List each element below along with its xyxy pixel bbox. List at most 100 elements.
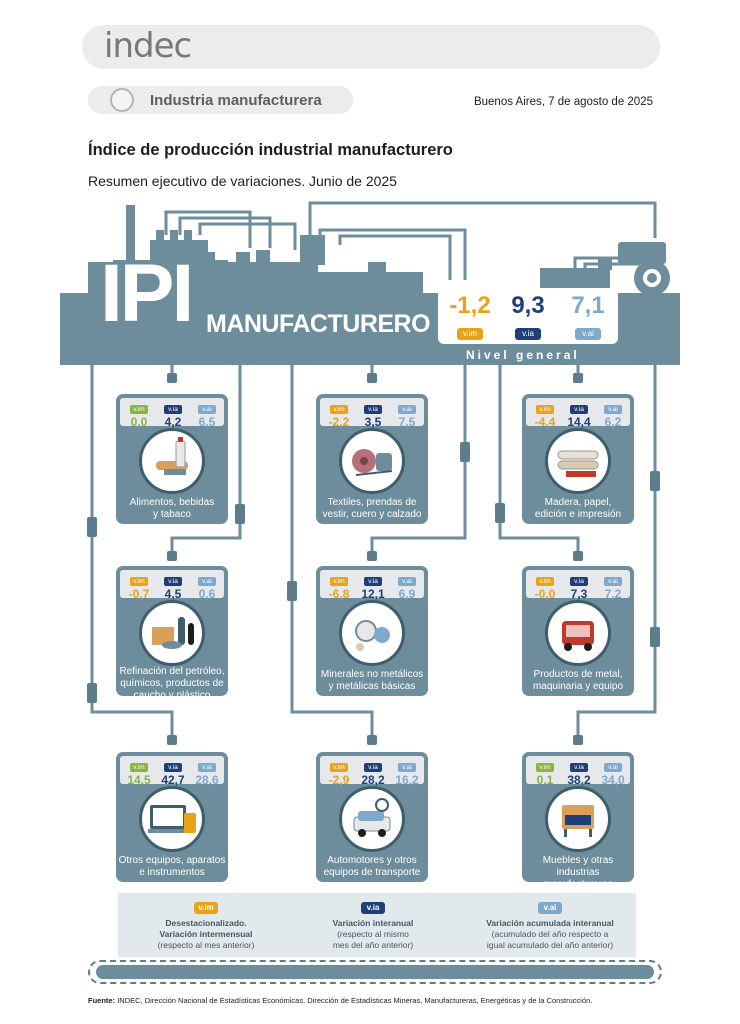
sector-vim-value: 0,1 (536, 773, 554, 787)
sector-via-value: 42,7 (161, 773, 185, 787)
sector-vim: v.im-2,9 (322, 756, 356, 787)
sector-vai-value: 28,6 (195, 773, 219, 787)
sector-vai-value: 7,2 (604, 587, 622, 601)
bottom-pipe-outline (88, 960, 662, 984)
legend-via: v.ia Variación interanual (respecto al m… (293, 897, 453, 951)
sector-vim-value: -2,9 (328, 773, 350, 787)
sector-label-line-1: Minerales no metálicos (320, 669, 424, 680)
vim-badge: v.im (130, 405, 148, 414)
vai-badge: v.ai (398, 577, 416, 586)
sector-vai-value: 6,2 (604, 415, 622, 429)
sector-vim-value: -0,0 (534, 587, 556, 601)
sector-label-line-2: y metálicas básicas (328, 681, 416, 692)
general-vai-badge: v.ai (575, 328, 601, 340)
sector-via-value: 3,5 (364, 415, 382, 429)
sector-via-value: 12,1 (361, 587, 385, 601)
sector-vim: v.im-0,7 (122, 570, 156, 601)
vai-badge: v.ai (604, 763, 622, 772)
vai-badge: v.ai (604, 577, 622, 586)
general-via-value: 9,3 (511, 292, 545, 319)
sector-vim-value: -0,7 (128, 587, 150, 601)
food-drinks-icon (139, 428, 205, 494)
sector-vai-value: 34,0 (601, 773, 625, 787)
sector-label-line-1: Refinación del petróleo, (119, 666, 225, 677)
via-badge: v.ia (164, 577, 182, 586)
sector-label-line-1: Otros equipos, aparatos (118, 855, 226, 866)
place-date: Buenos Aires, 7 de agosto de 2025 (473, 96, 653, 108)
vim-badge: v.im (536, 577, 554, 586)
legend-vai-title: Variación acumulada interanual (486, 918, 614, 928)
section-emblem-icon (110, 88, 134, 112)
source-note: Fuente: INDEC, Dirección Nacional de Est… (88, 996, 592, 1005)
sector-via-value: 4,5 (164, 587, 182, 601)
sector-vai-value: 6,5 (198, 415, 216, 429)
sector-label-line-2: equipos de transporte (323, 867, 421, 878)
legend-via-desc-1: (respecto al mismo (337, 929, 409, 939)
sector-vim: v.im-2,2 (322, 398, 356, 429)
vai-badge: v.ai (198, 763, 216, 772)
sector-via-value: 28,2 (361, 773, 385, 787)
sector-vai-value: 7,5 (398, 415, 416, 429)
sector-vim-value: 0,0 (130, 415, 148, 429)
section-title: Industria manufacturera (150, 92, 322, 109)
source-text: INDEC, Dirección Nacional de Estadística… (117, 996, 593, 1005)
sector-vai-value: 6,9 (398, 587, 416, 601)
sector-label-line-2: edición e impresión (534, 509, 622, 520)
sector-label-line-2: químicos, productos de (120, 678, 224, 689)
sector-vim-value: -6,8 (328, 587, 350, 601)
sector-label-line-1: Madera, papel, (544, 497, 612, 508)
indec-logo: indec (104, 26, 192, 66)
sector-label: Refinación del petróleo,químicos, produc… (116, 666, 228, 702)
via-badge: v.ia (164, 405, 182, 414)
vim-badge: v.im (536, 763, 554, 772)
sector-vim: v.im-4,4 (528, 398, 562, 429)
ipi-title: IPI (100, 248, 194, 339)
bottom-pipe (96, 965, 654, 979)
via-badge: v.ia (570, 763, 588, 772)
legend-vai-desc-2: igual acumulado del año anterior) (486, 940, 614, 950)
legend-vai-desc-1: (acumulado del año respecto a (491, 929, 609, 939)
sector-label-line-3: caucho y plástico (133, 690, 211, 701)
vim-badge: v.im (330, 577, 348, 586)
sector-label-line-1: Muebles y otras industrias (542, 855, 614, 878)
legend-vim-badge: v.im (194, 902, 218, 914)
page-title: Índice de producción industrial manufact… (88, 141, 453, 159)
source-label: Fuente: (88, 996, 116, 1005)
sector-label-line-1: Productos de metal, (533, 669, 623, 680)
vai-badge: v.ai (604, 405, 622, 414)
sector-label-line-2: vestir, cuero y calzado (322, 509, 422, 520)
sector-vim-value: -4,4 (534, 415, 556, 429)
